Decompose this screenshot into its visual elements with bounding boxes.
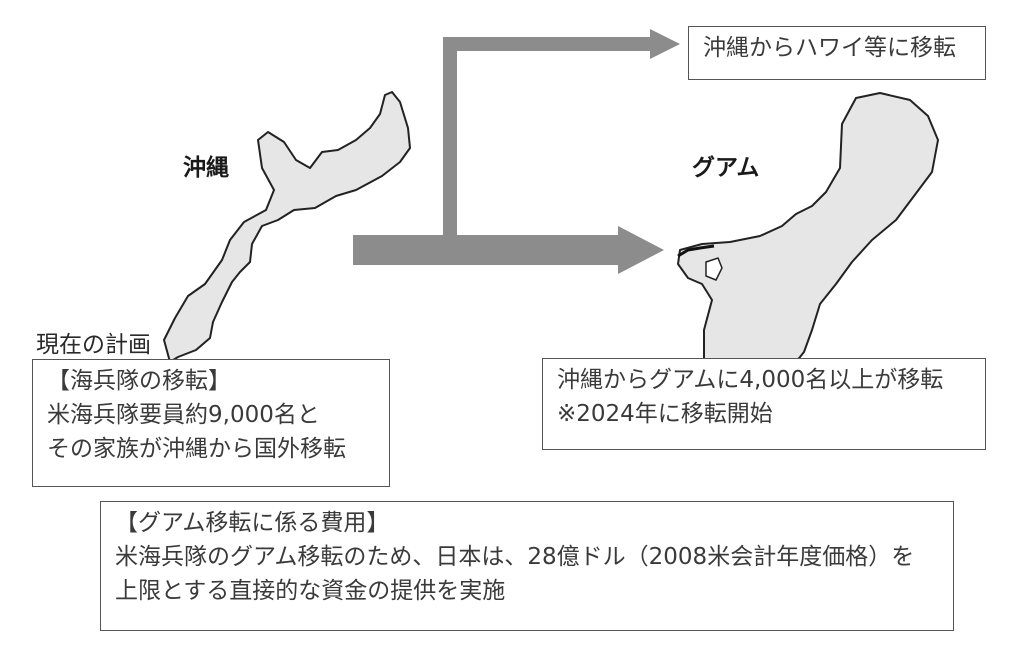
hawaii-arrow-head <box>650 29 680 59</box>
cost-box-heading: 【グアム移転に係る費用】 <box>115 510 390 536</box>
cost-box-line: 米海兵隊のグアム移転のため、日本は、28億ドル（2008米会計年度価格）を <box>115 544 915 570</box>
cost-box-line: 上限とする直接的な資金の提供を実施 <box>115 578 506 604</box>
guam-island-map <box>677 92 939 363</box>
apra-harbor-breakwater <box>677 244 715 258</box>
marine-box-heading: 【海兵隊の移転】 <box>47 368 231 394</box>
guam-label: グアム <box>692 155 760 181</box>
okinawa-label: 沖縄 <box>183 155 229 181</box>
hawaii-box-text: 沖縄からハワイ等に移転 <box>703 35 956 61</box>
marine-box-line: 米海兵隊要員約9,000名と <box>47 402 320 428</box>
guam-box-line: 沖縄からグアムに4,000名以上が移転 <box>557 367 944 393</box>
guam-arrow-head <box>618 226 664 274</box>
guam-arrow-shaft <box>353 235 621 265</box>
guam-box-note: ※2024年に移転開始 <box>557 401 773 427</box>
hawaii-connector-line <box>443 37 656 240</box>
orote-peninsula-outline <box>705 257 723 281</box>
okinawa-island-map <box>163 91 411 363</box>
guam-cost-box: 【グアム移転に係る費用】 米海兵隊のグアム移転のため、日本は、28億ドル（200… <box>100 501 954 631</box>
current-plan-label: 現在の計画 <box>36 332 151 358</box>
marine-relocation-box: 【海兵隊の移転】 米海兵隊要員約9,000名と その家族が沖縄から国外移転 <box>32 359 390 487</box>
guam-relocation-box: 沖縄からグアムに4,000名以上が移転 ※2024年に移転開始 <box>542 358 986 450</box>
hawaii-relocation-box: 沖縄からハワイ等に移転 <box>688 26 986 80</box>
marine-box-line: その家族が沖縄から国外移転 <box>47 436 346 462</box>
